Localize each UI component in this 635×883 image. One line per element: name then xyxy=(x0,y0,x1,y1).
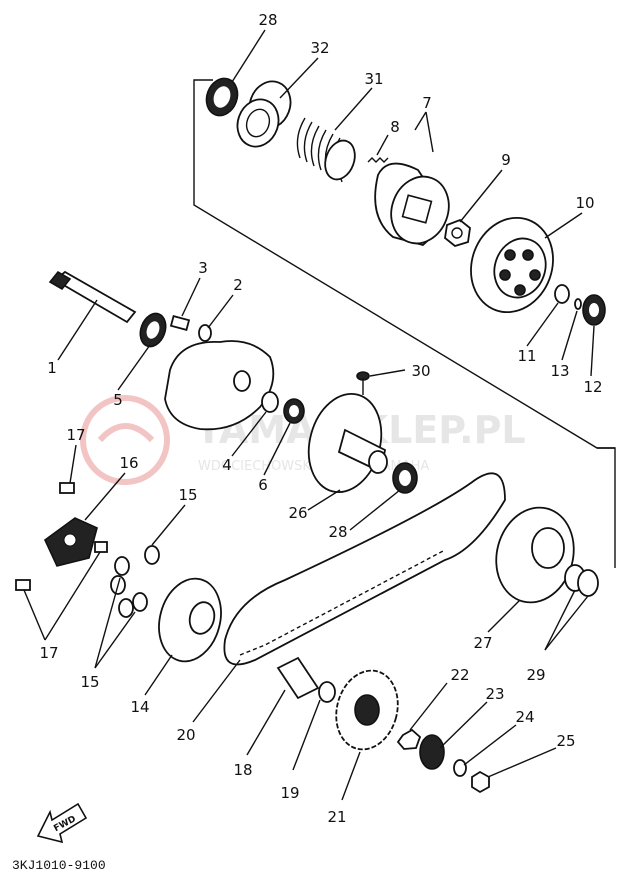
part-31-clutch-spring xyxy=(296,117,356,183)
callout-15-lower: 15 xyxy=(80,673,99,691)
callout-20: 20 xyxy=(176,726,195,744)
callout-30: 30 xyxy=(411,362,430,380)
part-3-bolt xyxy=(169,314,191,332)
part-5-bearing xyxy=(139,312,167,348)
part-9-nut xyxy=(444,218,471,248)
callout-17-top: 17 xyxy=(66,426,85,444)
callout-11: 11 xyxy=(517,347,536,365)
diagram-code: 3KJ1010-9100 xyxy=(12,858,106,873)
fwd-arrow-icon: FWD xyxy=(36,802,88,844)
part-2-washer xyxy=(198,324,212,342)
part-12-bearing xyxy=(582,294,606,326)
callout-21: 21 xyxy=(327,808,346,826)
callout-27: 27 xyxy=(473,634,492,652)
callout-2: 2 xyxy=(233,276,243,294)
callout-14: 14 xyxy=(130,698,149,716)
callout-12: 12 xyxy=(583,378,602,396)
callout-19: 19 xyxy=(280,784,299,802)
part-26-secondary-sheave xyxy=(307,392,388,494)
part-4-washer xyxy=(261,391,279,413)
part-10-clutch-housing xyxy=(470,216,554,314)
callout-labels: 28 32 31 7 8 9 10 3 2 1 5 11 13 12 30 4 … xyxy=(39,11,602,826)
part-22-spline xyxy=(396,728,422,750)
callout-5: 5 xyxy=(113,391,123,409)
watermark-logo xyxy=(80,395,170,485)
part-28-oil-seal-lower xyxy=(392,462,418,494)
part-21-fan xyxy=(335,669,399,751)
part-8-small-spring xyxy=(367,157,389,163)
callout-4: 4 xyxy=(222,456,232,474)
part-25-nut xyxy=(471,770,490,794)
callout-28-lower: 28 xyxy=(328,523,347,541)
callout-15-top: 15 xyxy=(178,486,197,504)
callout-28-top: 28 xyxy=(258,11,277,29)
part-18-collar xyxy=(276,656,320,700)
callout-18: 18 xyxy=(233,761,252,779)
callout-9: 9 xyxy=(501,151,511,169)
part-14-primary-sheave xyxy=(158,577,222,663)
part-crankcase-cover xyxy=(164,340,275,431)
part-32-collar xyxy=(236,80,292,148)
part-13-ring xyxy=(574,298,582,310)
callout-31: 31 xyxy=(364,70,383,88)
callout-29: 29 xyxy=(526,666,545,684)
callout-23: 23 xyxy=(485,685,504,703)
part-29-shims xyxy=(564,564,599,597)
part-6-seal xyxy=(283,398,305,424)
part-28-oil-seal-top xyxy=(205,77,239,117)
part-23-nut-plate xyxy=(419,734,445,770)
part-19-washer xyxy=(318,681,336,703)
part-30-pin xyxy=(356,371,370,395)
part-15-weights xyxy=(110,545,160,618)
callout-17-lower: 17 xyxy=(39,644,58,662)
callout-7: 7 xyxy=(422,94,432,112)
callout-25: 25 xyxy=(556,732,575,750)
part-20-v-belt xyxy=(223,472,506,666)
callout-3: 3 xyxy=(198,259,208,277)
callout-10: 10 xyxy=(575,194,594,212)
callout-22: 22 xyxy=(450,666,469,684)
callout-26: 26 xyxy=(288,504,307,522)
part-24-washer xyxy=(453,759,467,777)
group-bracket-lines xyxy=(193,79,616,568)
leader-lines xyxy=(23,29,595,801)
callout-24: 24 xyxy=(515,708,534,726)
callout-1: 1 xyxy=(47,359,57,377)
part-17-slider xyxy=(15,482,108,591)
part-7-clutch-carrier xyxy=(374,162,450,246)
callout-8: 8 xyxy=(390,118,400,136)
callout-6: 6 xyxy=(258,476,268,494)
callout-32: 32 xyxy=(310,39,329,57)
callout-16: 16 xyxy=(119,454,138,472)
part-1-shaft xyxy=(48,270,137,324)
part-27-primary-pulley xyxy=(495,506,575,604)
part-16-holder xyxy=(43,517,98,567)
part-11-small-bearing xyxy=(554,284,570,304)
callout-13: 13 xyxy=(550,362,569,380)
